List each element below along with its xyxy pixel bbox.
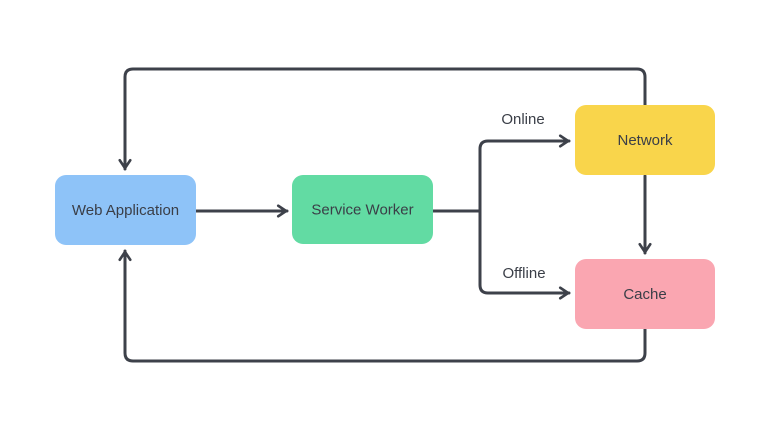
node-service-worker: Service Worker <box>292 175 433 244</box>
node-network: Network <box>575 105 715 175</box>
node-network-shape <box>575 105 715 175</box>
edge-cache-to-webapp-return <box>118 249 647 363</box>
node-web-application-shape <box>55 175 196 245</box>
node-network-label: Network <box>617 132 673 149</box>
node-cache: Cache <box>575 259 715 329</box>
edge-serviceworker-to-cache <box>478 209 571 300</box>
edge-network-to-webapp-return <box>118 67 647 171</box>
node-service-worker-label: Service Worker <box>311 202 413 219</box>
node-cache-shape <box>575 259 715 329</box>
edge-serviceworker-to-network <box>431 134 571 213</box>
node-web-application: Web Application <box>55 175 196 245</box>
node-cache-label: Cache <box>623 286 666 303</box>
node-service-worker-shape <box>292 175 433 244</box>
node-web-application-label: Web Application <box>72 202 179 219</box>
edge-label-online: Online <box>501 111 544 128</box>
edge-label-offline: Offline <box>502 265 545 282</box>
